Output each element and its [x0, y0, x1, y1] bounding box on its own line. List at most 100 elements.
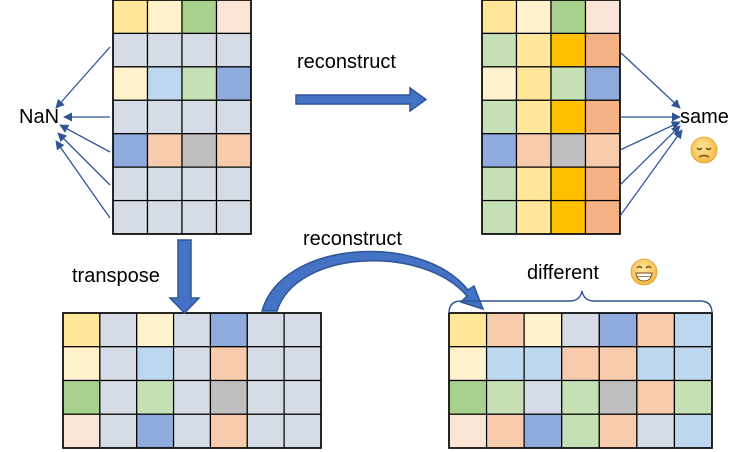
- matrix-cell: [62, 413, 101, 449]
- matrix-cell: [673, 379, 713, 415]
- matrix-cell: [550, 66, 587, 101]
- matrix-cell: [523, 312, 563, 348]
- matrix-cell: [448, 346, 488, 382]
- matrix-cell: [485, 312, 525, 348]
- matrix-cell: [209, 379, 248, 415]
- matrix-cell: [246, 379, 285, 415]
- matrix-cell: [598, 379, 638, 415]
- matrix-cell: [598, 413, 638, 449]
- matrix-cell: [515, 32, 552, 68]
- matrix-cell: [172, 379, 212, 415]
- nan-arrows: [55, 46, 111, 219]
- matrix-cell: [598, 346, 638, 382]
- same-label: same: [680, 106, 729, 128]
- same-arrow-4: [619, 125, 681, 186]
- matrix-cell: [584, 0, 621, 35]
- matrix-cell: [636, 379, 676, 415]
- matrix-cell: [283, 346, 322, 382]
- matrix-cell: [550, 0, 587, 35]
- matrix-cell: [485, 413, 525, 449]
- matrix-cell: [181, 133, 218, 168]
- nan-arrow-4: [57, 132, 111, 186]
- matrix-cell: [172, 413, 212, 449]
- matrix-cell: [485, 379, 525, 415]
- matrix-cell: [515, 199, 552, 235]
- matrix-cell: [283, 312, 322, 348]
- matrix-cell: [584, 199, 621, 235]
- matrix-cell: [550, 99, 587, 135]
- matrix-cell: [112, 99, 149, 135]
- matrix-cell: [584, 32, 621, 68]
- matrix-cell: [561, 346, 600, 382]
- matrix-cell: [481, 0, 518, 35]
- reconstruct-bottom-label: reconstruct: [303, 228, 402, 250]
- matrix-cell: [209, 312, 248, 348]
- matrix-cell: [636, 312, 676, 348]
- same-arrows: [619, 51, 683, 217]
- matrix-cell: [246, 413, 285, 449]
- matrix-cell: [485, 346, 525, 382]
- matrix-cell: [515, 99, 552, 135]
- matrix-cell: [550, 133, 587, 168]
- matrix-cell: [181, 66, 218, 101]
- matrix-cell: [673, 346, 713, 382]
- matrix-cell: [215, 99, 252, 135]
- matrix-cell: [136, 413, 175, 449]
- matrix-cell: [112, 166, 149, 202]
- reconstruct-top-label: reconstruct: [297, 51, 396, 73]
- matrix-bottom-right: [448, 312, 713, 449]
- transpose-arrow: [168, 239, 201, 315]
- same-arrow-5: [619, 129, 683, 217]
- matrix-cell: [283, 413, 322, 449]
- matrix-cell: [181, 99, 218, 135]
- matrix-cell: [99, 346, 138, 382]
- matrix-cell: [215, 199, 252, 235]
- matrix-cell: [146, 99, 183, 135]
- reconstruct-arrow: [295, 86, 428, 113]
- matrix-cell: [515, 66, 552, 101]
- matrix-border: [448, 312, 713, 449]
- matrix-cell: [136, 312, 175, 348]
- matrix-top-right: [481, 0, 621, 235]
- different-label: different: [527, 262, 599, 284]
- matrix-cell: [515, 166, 552, 202]
- matrix-cell: [215, 166, 252, 202]
- matrix-cell: [550, 199, 587, 235]
- matrix-cell: [112, 133, 149, 168]
- matrix-cell: [172, 312, 212, 348]
- matrix-cell: [481, 66, 518, 101]
- grin-face-icon: [630, 258, 658, 286]
- same-arrow-3: [619, 121, 681, 151]
- matrix-cell: [215, 32, 252, 68]
- matrix-cell: [146, 199, 183, 235]
- same-arrow-1: [619, 51, 681, 109]
- matrix-cell: [584, 133, 621, 168]
- matrix-border: [112, 0, 252, 235]
- matrix-cell: [481, 133, 518, 168]
- matrix-top-left: [112, 0, 252, 235]
- matrix-cell: [481, 166, 518, 202]
- matrix-cell: [62, 379, 101, 415]
- matrix-cell: [481, 32, 518, 68]
- matrix-cell: [523, 379, 563, 415]
- matrix-cell: [448, 413, 488, 449]
- matrix-cell: [112, 0, 149, 35]
- matrix-cell: [181, 166, 218, 202]
- matrix-cell: [146, 32, 183, 68]
- matrix-cell: [561, 413, 600, 449]
- nan-arrow-3: [59, 124, 111, 153]
- matrix-cell: [481, 99, 518, 135]
- matrix-cell: [146, 66, 183, 101]
- matrix-bottom-left: [62, 312, 322, 449]
- matrix-cell: [561, 379, 600, 415]
- matrix-cell: [598, 312, 638, 348]
- matrix-cell: [584, 166, 621, 202]
- matrix-cell: [136, 346, 175, 382]
- matrix-cell: [561, 312, 600, 348]
- matrix-cell: [181, 199, 218, 235]
- matrix-cell: [62, 312, 101, 348]
- matrix-cell: [112, 32, 149, 68]
- matrix-cell: [172, 346, 212, 382]
- matrix-cell: [146, 133, 183, 168]
